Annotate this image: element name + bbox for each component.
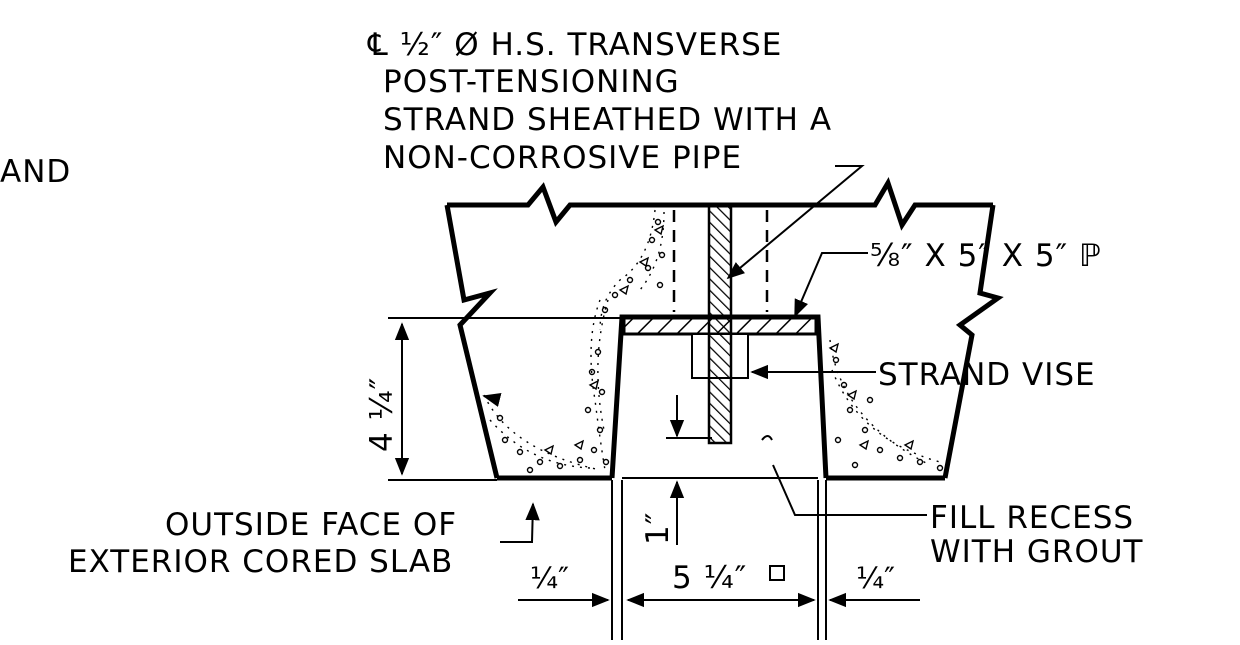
label-fill-line1: FILL RECESS [930,500,1134,536]
leaders [482,165,927,543]
width-dimensions [518,480,920,640]
label-strand-line4: NON-CORROSIVE PIPE [383,140,742,176]
label-partial-left: AND [0,154,71,190]
label-strand-vise: STRAND VISE [878,357,1096,393]
cover-dimension [666,395,712,545]
strand [707,203,733,445]
dim-depth: 4 ¼″ [364,377,400,452]
dim-right-gap: ¼″ [856,561,895,595]
label-fill-line2: WITH GROUT [930,534,1144,570]
label-outside-line1: OUTSIDE FACE OF [165,507,457,543]
label-strand-line1: ℄ ½″ Ø H.S. TRANSVERSE [367,27,782,63]
dim-recess-width: 5 ¼″ [672,560,747,596]
grout-mark [761,435,773,441]
label-outside-line2: EXTERIOR CORED SLAB [68,544,453,580]
depth-dimension [388,317,622,481]
label-plate: ⅝″ X 5″ X 5″ ℙ [870,238,1102,274]
aggregate-stipple [483,209,944,474]
label-strand-line2: POST-TENSIONING [383,64,680,100]
square-symbol [769,565,785,581]
dim-left-gap: ¼″ [530,561,569,595]
dim-cover: 1″ [640,512,676,545]
label-strand-line3: STRAND SHEATHED WITH A [383,102,832,138]
